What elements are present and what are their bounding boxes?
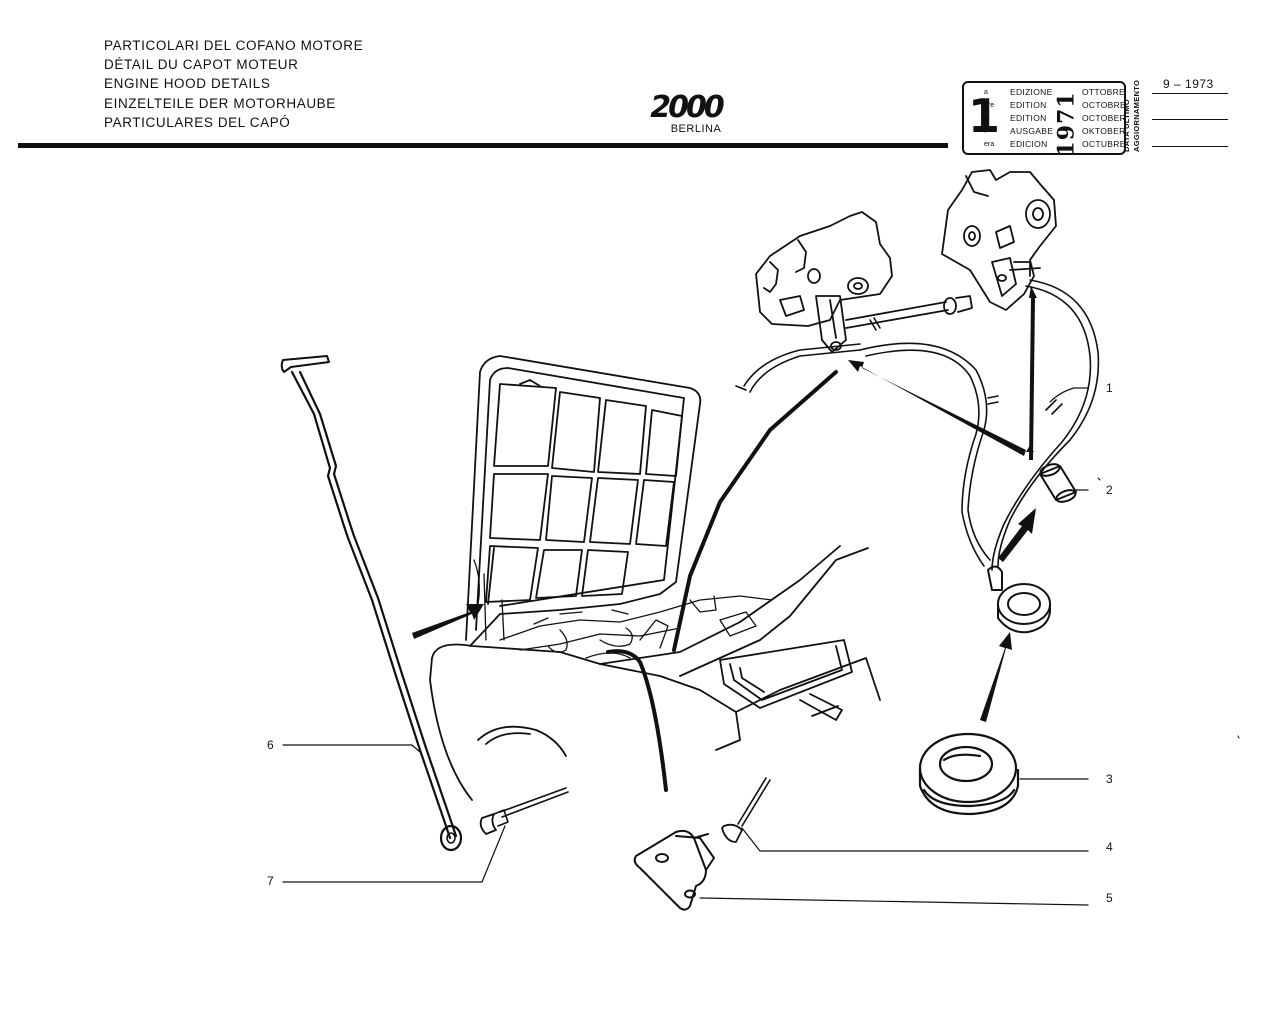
callout-6: 6 — [267, 738, 274, 752]
bracket-5 — [633, 829, 715, 911]
edition-month-es: OCTUBRE — [1082, 139, 1126, 149]
cable-grommet — [987, 565, 1051, 634]
edition-month-de: OKTOBER — [1082, 126, 1126, 136]
arrow-bush — [998, 508, 1036, 562]
callout-7: 7 — [267, 874, 274, 888]
edition-word-en: EDITION — [1010, 113, 1047, 123]
arrow-pin-up — [1029, 286, 1037, 460]
arrow-pin-down — [1026, 445, 1034, 452]
arrow-latch — [848, 360, 1026, 456]
header-rule — [18, 143, 948, 148]
title-line-de: EINZELTEILE DER MOTORHAUBE — [104, 95, 336, 111]
bush-2 — [1039, 463, 1077, 503]
rod-eye-hole — [446, 832, 456, 844]
edition-sup-de: . — [984, 128, 986, 135]
callout-5: 5 — [1106, 891, 1113, 905]
edition-box: 1 a ère st . era EDIZIONE EDITION EDITIO… — [962, 81, 1126, 157]
title-line-it: PARTICOLARI DEL COFANO MOTORE — [104, 38, 364, 53]
callout-3: 3 — [1106, 772, 1113, 786]
title-block: PARTICOLARI DEL COFANO MOTORE DÉTAIL DU … — [104, 36, 363, 132]
hood-prop-rod — [280, 355, 463, 852]
grommet-3 — [918, 732, 1020, 816]
title-line-en: ENGINE HOOD DETAILS — [104, 76, 271, 92]
update-line-2 — [1152, 119, 1228, 120]
update-line-3 — [1152, 146, 1228, 147]
rod-hook — [280, 355, 330, 373]
leader-lines — [282, 387, 1089, 906]
update-line-1 — [1152, 93, 1228, 94]
pointer-arrows — [412, 286, 1037, 722]
rod-shaft-a — [290, 370, 452, 840]
hood-latch-left — [755, 211, 973, 353]
rivet-4 — [721, 777, 771, 843]
title-line-fr: DÉTAIL DU CAPOT MOTEUR — [104, 57, 299, 73]
callout-2: 2 — [1106, 483, 1113, 497]
release-cable — [606, 279, 1100, 792]
edition-month-en: OCTOBER — [1082, 113, 1126, 123]
leader-4 — [741, 827, 1089, 852]
leader-5 — [699, 897, 1089, 906]
edition-word-es: EDICION — [1010, 139, 1048, 149]
edition-month-fr: OCTOBRE — [1082, 100, 1126, 110]
edition-sup-it: a — [984, 89, 988, 96]
arrow-hood — [412, 604, 484, 639]
edition-word-it: EDIZIONE — [1010, 87, 1053, 97]
car-body — [429, 545, 881, 801]
last-update-date: 9 – 1973 — [1163, 77, 1214, 91]
rod-eye — [439, 824, 463, 852]
rivet-7 — [479, 787, 569, 835]
title-line-es: PARTICULARES DEL CAPÓ — [104, 114, 291, 130]
stray-marks — [1097, 477, 1240, 739]
edition-sup-es: era — [984, 141, 995, 148]
callout-4: 4 — [1106, 840, 1113, 854]
rod-shaft-b — [298, 370, 458, 838]
model-logo-variant: BERLINA — [670, 123, 722, 135]
model-logo: 2000 BERLINA — [626, 90, 746, 136]
hood-latch-right — [941, 169, 1057, 311]
edition-word-fr: EDITION — [1010, 100, 1047, 110]
callout-1: 1 — [1106, 381, 1113, 395]
model-logo-number: 2000 — [650, 90, 725, 125]
leader-6 — [282, 744, 421, 753]
edition-month-it: OTTOBRE — [1082, 87, 1126, 97]
leader-1 — [1049, 387, 1089, 403]
leader-7 — [282, 825, 506, 883]
arrow-grommet — [980, 632, 1012, 722]
edition-sup-en: st — [984, 115, 990, 122]
engine-bay — [473, 559, 773, 659]
edition-number: 1 — [968, 89, 1001, 143]
engine-hood — [465, 355, 702, 647]
edition-word-de: AUSGABE — [1010, 126, 1054, 136]
edition-sup-fr: ère — [984, 102, 995, 109]
